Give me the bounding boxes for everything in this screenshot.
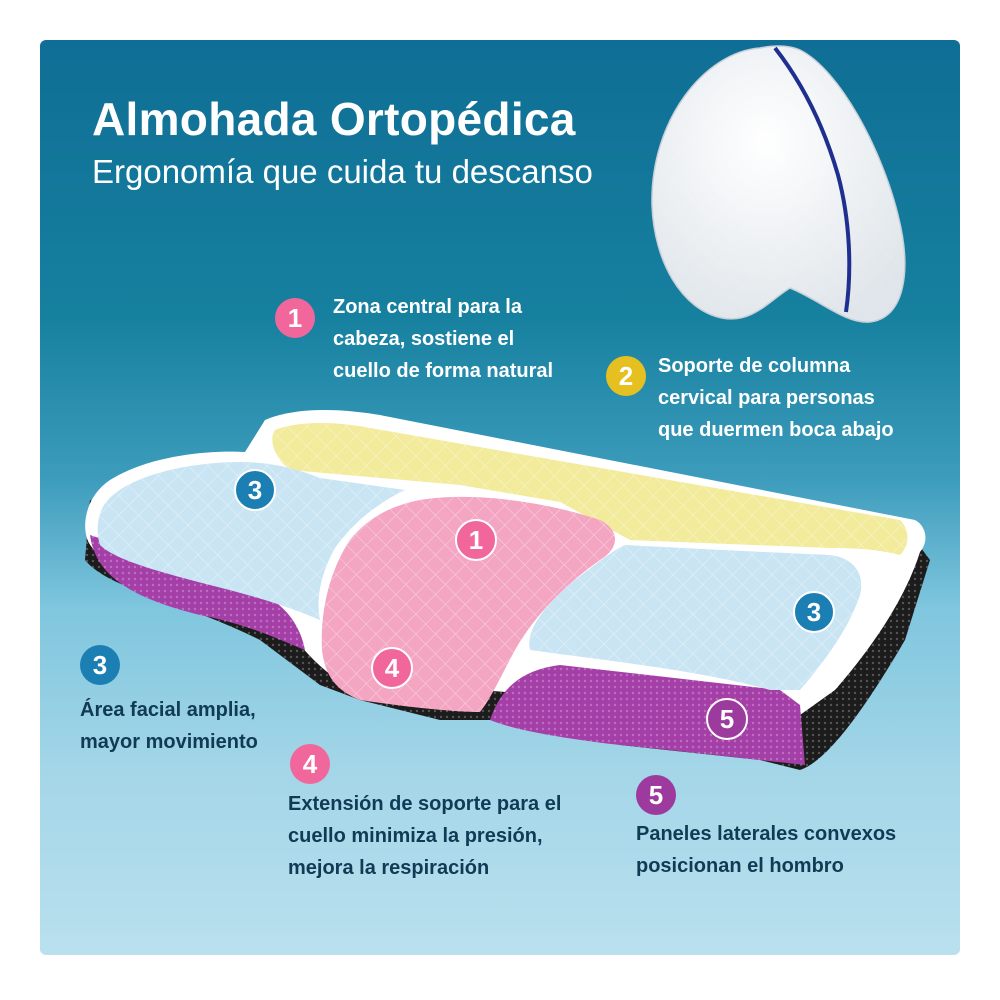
page-title: Almohada Ortopédica bbox=[92, 93, 576, 145]
page-subtitle: Ergonomía que cuida tu descanso bbox=[92, 153, 593, 190]
contour-pillow-image bbox=[85, 410, 930, 770]
pillow-marker-5: 5 bbox=[706, 698, 748, 740]
callout-4-number: 4 bbox=[290, 744, 330, 784]
callout-2-number: 2 bbox=[606, 356, 646, 396]
callout-3-text: Área facial amplia, mayor movimiento bbox=[80, 699, 258, 753]
pillow-marker-3-left: 3 bbox=[234, 469, 276, 511]
callout-5-number: 5 bbox=[636, 775, 676, 815]
pillow-marker-1: 1 bbox=[455, 519, 497, 561]
knee-pillow-image bbox=[651, 45, 906, 323]
callout-5-text: Paneles laterales convexos posicionan el… bbox=[636, 823, 897, 877]
callout-1-number: 1 bbox=[275, 298, 315, 338]
pillow-marker-3-right: 3 bbox=[793, 591, 835, 633]
callout-2-text: Soporte de columna cervical para persona… bbox=[658, 355, 894, 441]
pillow-marker-4: 4 bbox=[371, 647, 413, 689]
callout-4-text: Extensión de soporte para el cuello mini… bbox=[288, 793, 562, 879]
callout-1-text: Zona central para la cabeza, sostiene el… bbox=[333, 296, 554, 382]
callout-3-number: 3 bbox=[80, 645, 120, 685]
